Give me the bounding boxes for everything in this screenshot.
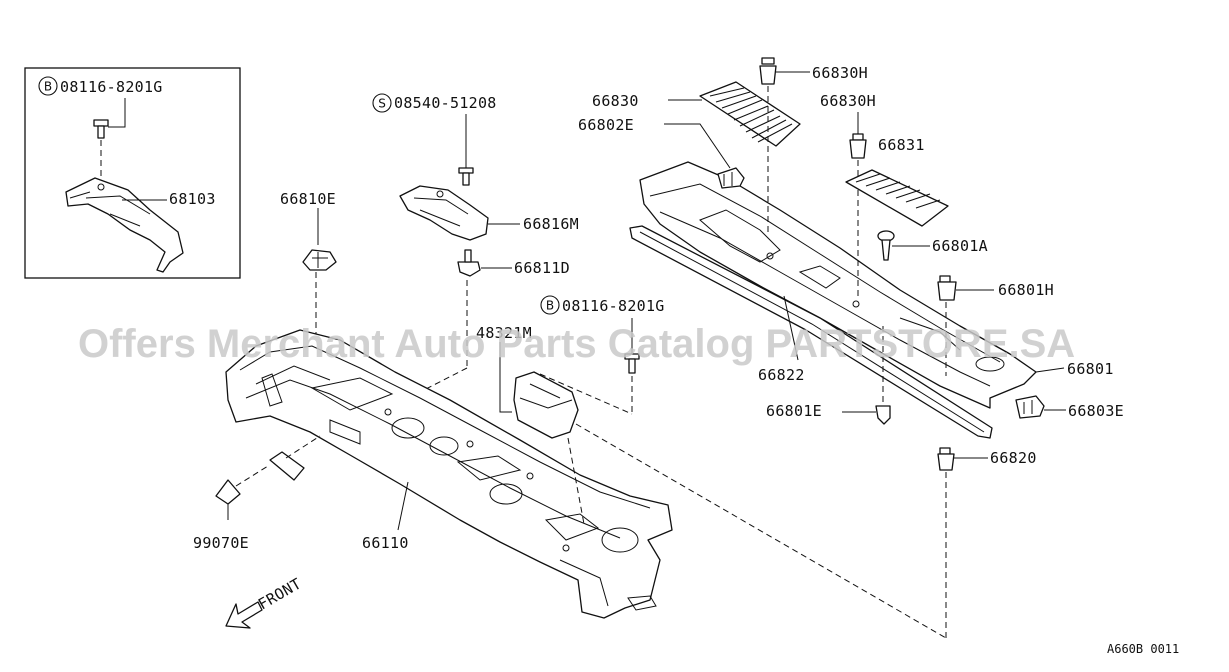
clip-66830H-top-part bbox=[759, 57, 777, 85]
grommet-99070E-part bbox=[215, 479, 241, 520]
clip-66801H-part bbox=[937, 275, 957, 301]
screw-symbol-icon: S bbox=[372, 93, 392, 113]
grille-66830-part bbox=[699, 81, 801, 147]
bracket-48321M-part bbox=[513, 371, 579, 439]
callout-68103: 68103 bbox=[169, 190, 216, 208]
callout-99070E: 99070E bbox=[193, 534, 249, 552]
callout-66801E: 66801E bbox=[766, 402, 822, 420]
callout-66110: 66110 bbox=[362, 534, 409, 552]
watermark: Offers Merchant Auto Parts Catalog PARTS… bbox=[78, 322, 1075, 366]
callout-66831: 66831 bbox=[878, 136, 925, 154]
callout-66830: 66830 bbox=[592, 92, 639, 110]
clip-66811D-part bbox=[457, 249, 481, 277]
callout-66811D: 66811D bbox=[514, 259, 570, 277]
svg-text:B: B bbox=[44, 80, 52, 94]
screw-part bbox=[458, 167, 474, 186]
clip-66810E-part bbox=[302, 249, 337, 271]
bracket-66816M-part bbox=[399, 185, 489, 241]
bolt-part bbox=[93, 119, 109, 139]
cowl-top-66801-part bbox=[639, 161, 1037, 409]
callout-66822: 66822 bbox=[758, 366, 805, 384]
callout-66802E: 66802E bbox=[578, 116, 634, 134]
callout-66803E: 66803E bbox=[1068, 402, 1124, 420]
clip-66803E-part bbox=[1015, 395, 1045, 419]
cowl-panel-66110-part bbox=[225, 329, 673, 619]
svg-text:B: B bbox=[546, 299, 554, 313]
clip-66820-part bbox=[937, 447, 955, 471]
clip-66830H-part bbox=[849, 133, 867, 159]
callout-08540: 08540-51208 bbox=[394, 94, 497, 112]
clip-66801E-part bbox=[875, 405, 891, 425]
callout-66810E: 66810E bbox=[280, 190, 336, 208]
grille-66831-part bbox=[845, 169, 949, 227]
bracket-68103-part bbox=[65, 177, 184, 273]
front-label: FRONT bbox=[255, 575, 304, 614]
callout-08116-main: 08116-8201G bbox=[562, 297, 665, 315]
clip-66802E-part bbox=[717, 167, 745, 189]
bolt-symbol-icon-2: B bbox=[540, 295, 560, 315]
callout-48321M: 48321M bbox=[476, 324, 532, 342]
callout-66801A: 66801A bbox=[932, 237, 988, 255]
figure-code: A660B 0011 bbox=[1107, 642, 1179, 656]
callout-66801H: 66801H bbox=[998, 281, 1054, 299]
callout-08116-inset: 08116-8201G bbox=[60, 78, 163, 96]
bolt-part-2 bbox=[624, 353, 640, 374]
callout-66830H-b: 66830H bbox=[820, 92, 876, 110]
callout-66801: 66801 bbox=[1067, 360, 1114, 378]
seal-66822-part bbox=[629, 225, 993, 439]
front-arrow-icon bbox=[225, 601, 263, 629]
callout-66816M: 66816M bbox=[523, 215, 579, 233]
svg-text:S: S bbox=[378, 97, 386, 111]
plate-part bbox=[269, 451, 305, 481]
inset-frame bbox=[24, 67, 241, 279]
callout-66830H-a: 66830H bbox=[812, 64, 868, 82]
bolt-symbol-icon: B bbox=[38, 76, 58, 96]
callout-66820: 66820 bbox=[990, 449, 1037, 467]
clip-66801A-part bbox=[877, 230, 895, 261]
